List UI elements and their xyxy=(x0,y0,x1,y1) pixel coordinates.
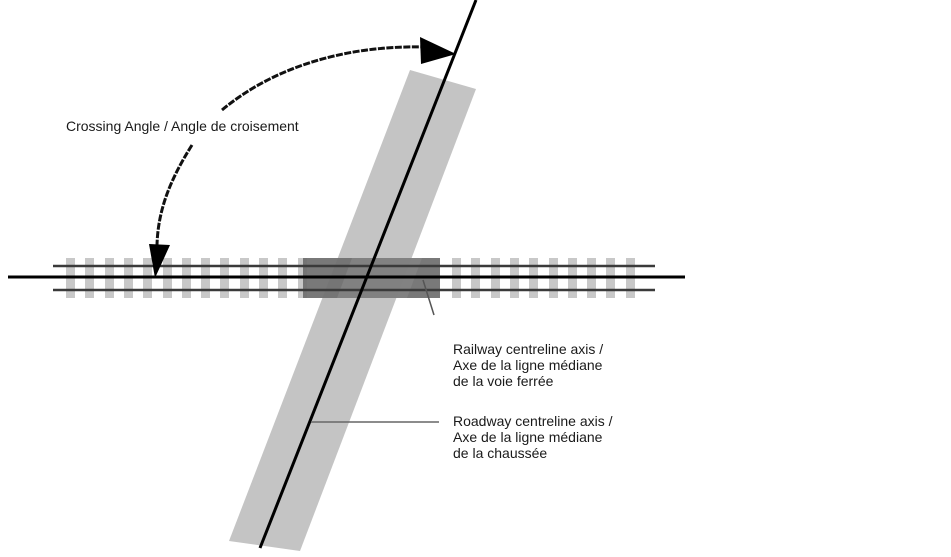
roadway-axis-label-line-3: de la chaussée xyxy=(453,445,548,461)
roadway-axis-label-line-2: Axe de la ligne médiane xyxy=(453,429,603,445)
angle-arrow-lower-arc xyxy=(155,144,194,246)
railway-axis-label: Railway centreline axis / Axe de la lign… xyxy=(453,341,603,389)
railway-axis-label-line-1: Railway centreline axis / xyxy=(453,341,604,357)
angle-arrow-upper-arc xyxy=(221,45,426,112)
crossing-angle-label: Crossing Angle / Angle de croisement xyxy=(66,118,299,134)
angle-arrowhead-upper-icon xyxy=(420,37,456,64)
roadway-axis-label-line-1: Roadway centreline axis / xyxy=(453,413,613,429)
roadway-axis-label: Roadway centreline axis / Axe de la lign… xyxy=(453,413,613,461)
railway-axis-leader xyxy=(422,279,435,316)
angle-arrowhead-lower-icon xyxy=(149,244,170,278)
roadway-centreline-axis xyxy=(258,0,478,549)
railway-axis-label-line-3: de la voie ferrée xyxy=(453,373,554,389)
railway-axis-label-line-2: Axe de la ligne médiane xyxy=(453,357,603,373)
